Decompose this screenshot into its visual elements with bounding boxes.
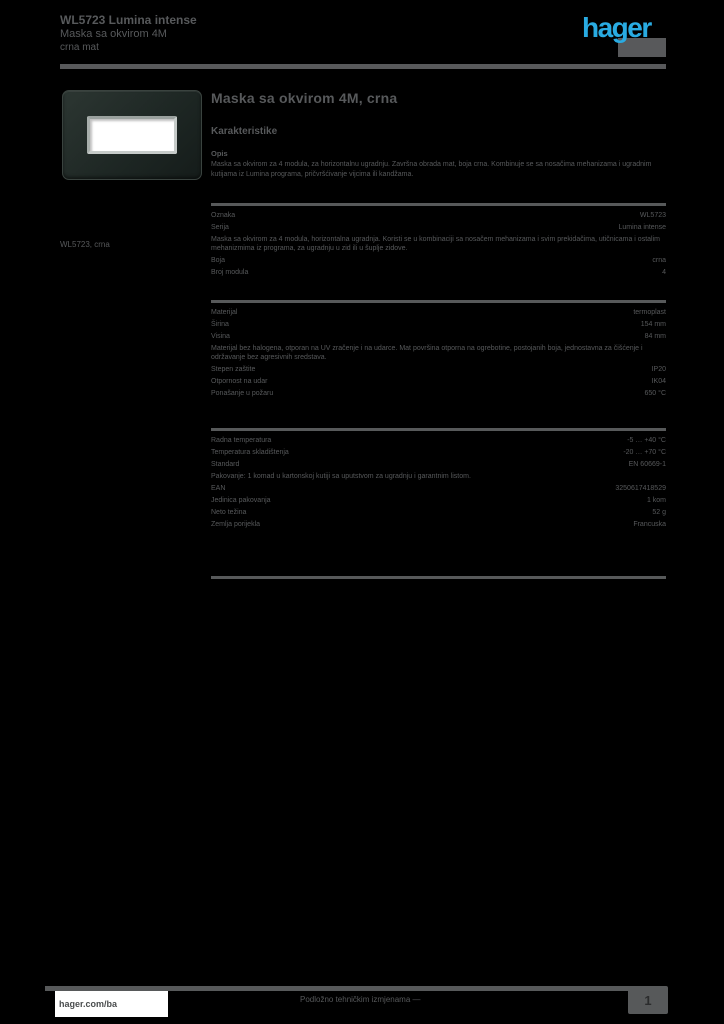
spec-value: Francuska: [633, 521, 666, 528]
spec-label: Oznaka: [211, 212, 236, 219]
page-title: Maska sa okvirom 4M, crna: [211, 90, 398, 106]
footer-page-badge: 1: [628, 986, 668, 1014]
spec-row: Zemlja porijekla Francuska: [211, 520, 666, 529]
spec-value: 154 mm: [640, 321, 666, 328]
footer-website-box[interactable]: hager.com/ba: [55, 991, 168, 1017]
footer-website-link[interactable]: hager.com/ba: [59, 999, 118, 1009]
spec-value: crna: [652, 257, 666, 264]
spec-text-row: Maska sa okvirom za 4 modula, horizontal…: [211, 236, 660, 252]
spec-label: Standard: [211, 461, 240, 468]
header-variant: crna mat: [60, 41, 99, 53]
spec-group-3: Radna temperatura -5 … +40 °C Temperatura …: [211, 436, 666, 532]
spec-row: Otpornost na udar IK04: [211, 377, 666, 386]
spec-divider-4: [211, 576, 666, 579]
spec-label: Otpornost na udar: [211, 378, 268, 385]
product-image-cover-plate: [62, 90, 202, 180]
spec-row: Temperatura skladištenja -20 … +70 °C: [211, 448, 666, 457]
header-product-name: Maska sa okvirom 4M: [60, 28, 167, 40]
spec-row: Materijal termoplast: [211, 308, 666, 317]
spec-row: Stepen zaštite IP20: [211, 365, 666, 374]
spec-label: Temperatura skladištenja: [211, 449, 289, 456]
header-reference: WL5723 Lumina intense: [60, 13, 197, 27]
spec-value: -20 … +70 °C: [623, 449, 666, 456]
spec-label: EAN: [211, 485, 226, 492]
cover-plate-opening: [87, 116, 177, 154]
spec-row: Jedinica pakovanja 1 kom: [211, 496, 666, 505]
spec-value: termoplast: [633, 309, 666, 316]
spec-divider-2: [211, 300, 666, 303]
spec-value: IP20: [651, 366, 666, 373]
spec-label: Materijal: [211, 309, 238, 316]
spec-row: Broj modula 4: [211, 268, 666, 277]
spec-value: 1 kom: [646, 497, 666, 504]
section-heading: Karakteristike: [211, 126, 278, 137]
spec-label: Stepen zaštite: [211, 366, 256, 373]
spec-value: -5 … +40 °C: [627, 437, 666, 444]
description-text: Maska sa okvirom za 4 modula, za horizon…: [211, 161, 652, 178]
spec-label: Radna temperatura: [211, 437, 272, 444]
spec-label: Boja: [211, 257, 226, 264]
footer-divider: [45, 986, 665, 991]
product-image-caption: WL5723, crna: [60, 240, 110, 249]
description-label: Opis: [211, 149, 228, 158]
spec-row: Ponašanje u požaru 650 °C: [211, 389, 666, 398]
spec-divider-3: [211, 428, 666, 431]
header-product-block: WL5723 Lumina intense Maska sa okvirom 4…: [60, 13, 197, 54]
spec-value: 650 °C: [644, 390, 666, 397]
spec-text-row: Materijal bez halogena, otporan na UV zr…: [211, 345, 643, 361]
footer-note: Podložno tehničkim izmjenama —: [300, 995, 421, 1004]
spec-row: EAN 3250617418529: [211, 484, 666, 493]
spec-row: Širina 154 mm: [211, 320, 666, 329]
spec-label: Serija: [211, 224, 229, 231]
spec-row: Serija Lumina intense: [211, 223, 666, 232]
spec-row: Boja crna: [211, 256, 666, 265]
hager-logo: hager: [582, 12, 652, 43]
spec-value: 52 g: [652, 509, 666, 516]
spec-row: Neto težina 52 g: [211, 508, 666, 517]
spec-row: Visina 84 mm: [211, 332, 666, 341]
spec-label: Zemlja porijekla: [211, 521, 261, 528]
spec-value: Lumina intense: [618, 224, 666, 231]
spec-value: WL5723: [639, 212, 666, 219]
spec-value: 4: [662, 269, 666, 276]
spec-label: Širina: [211, 321, 229, 328]
spec-value: EN 60669-1: [628, 461, 666, 468]
spec-label: Jedinica pakovanja: [211, 497, 271, 504]
header-divider: [60, 64, 666, 69]
spec-label: Broj modula: [211, 269, 249, 276]
spec-value: IK04: [651, 378, 666, 385]
spec-row: Oznaka WL5723: [211, 211, 666, 220]
spec-value: 3250617418529: [615, 485, 666, 492]
spec-value: 84 mm: [644, 333, 666, 340]
spec-label: Neto težina: [211, 509, 247, 516]
spec-label: Visina: [211, 333, 230, 340]
spec-label: Ponašanje u požaru: [211, 390, 274, 397]
spec-row: Radna temperatura -5 … +40 °C: [211, 436, 666, 445]
spec-divider-1: [211, 203, 666, 206]
spec-row: Standard EN 60669-1: [211, 460, 666, 469]
spec-text-row: Pakovanje: 1 komad u kartonskoj kutiji s…: [211, 473, 471, 480]
hager-logo-shadow-box: [618, 38, 666, 57]
